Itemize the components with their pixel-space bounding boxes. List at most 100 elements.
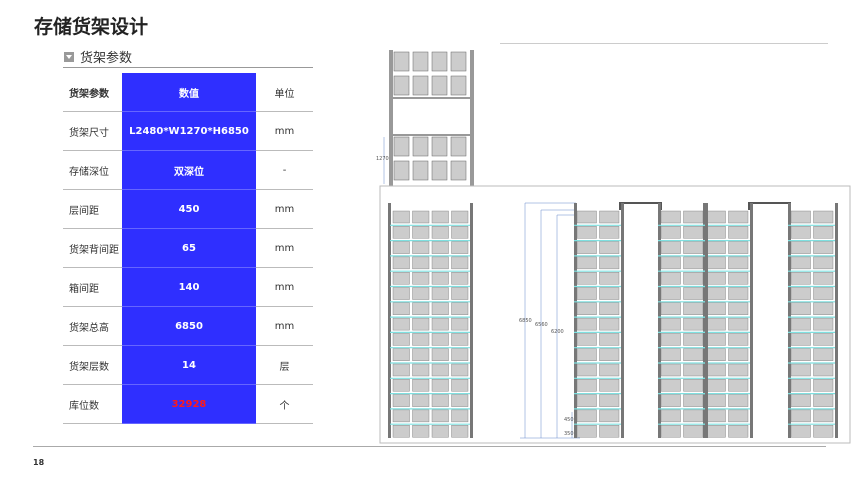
bin <box>412 51 429 72</box>
bin <box>728 348 749 361</box>
param-unit: mm <box>256 111 313 151</box>
bin <box>813 379 834 392</box>
bin <box>451 409 469 423</box>
bin <box>813 409 834 423</box>
bin <box>412 348 430 361</box>
bin <box>431 256 449 270</box>
bin <box>683 394 704 407</box>
bin <box>790 409 811 423</box>
bin <box>599 425 620 438</box>
bin <box>431 348 449 361</box>
param-name: 货架背间距 <box>63 228 122 268</box>
bin <box>431 75 448 96</box>
bin <box>728 287 749 300</box>
bin <box>451 272 469 285</box>
bin <box>705 241 726 254</box>
upright <box>470 50 474 186</box>
bin <box>412 287 430 300</box>
bin <box>683 333 704 346</box>
bin <box>450 160 467 181</box>
bin <box>392 394 410 407</box>
bin <box>412 75 429 96</box>
bin <box>392 333 410 346</box>
bin <box>576 409 597 423</box>
bin <box>431 333 449 346</box>
bin <box>431 317 449 331</box>
bin <box>683 379 704 392</box>
bin <box>728 226 749 239</box>
bin <box>705 226 726 239</box>
bin <box>813 256 834 270</box>
bin <box>412 425 430 438</box>
divider <box>63 67 313 68</box>
bin <box>599 348 620 361</box>
bin <box>683 363 704 377</box>
bin <box>599 210 620 224</box>
bin <box>813 394 834 407</box>
bin <box>813 425 834 438</box>
bin <box>392 287 410 300</box>
bin <box>599 363 620 377</box>
bin <box>660 394 681 407</box>
table-header-row: 货架参数 数值 单位 <box>63 73 313 112</box>
bin <box>431 287 449 300</box>
bin <box>683 210 704 224</box>
upright <box>470 203 473 438</box>
bin <box>412 302 430 315</box>
bin <box>790 333 811 346</box>
bin <box>412 241 430 254</box>
upright <box>750 203 753 438</box>
bin <box>599 256 620 270</box>
bin <box>431 302 449 315</box>
divider <box>500 43 828 44</box>
page-title: 存储货架设计 <box>34 16 149 38</box>
param-value: 6850 <box>122 306 256 346</box>
bin <box>790 272 811 285</box>
dim-450: 450 <box>564 417 574 423</box>
bin <box>705 333 726 346</box>
bin <box>412 226 430 239</box>
bin <box>705 210 726 224</box>
bin <box>393 51 410 72</box>
bin <box>392 317 410 331</box>
bin <box>451 302 469 315</box>
bin <box>790 348 811 361</box>
bin <box>451 256 469 270</box>
bin <box>813 272 834 285</box>
param-name: 货架总高 <box>63 306 122 346</box>
param-unit: - <box>256 150 313 190</box>
collapse-icon[interactable] <box>64 51 74 62</box>
bin <box>393 160 410 181</box>
bin <box>683 409 704 423</box>
bin <box>392 241 410 254</box>
bin <box>599 241 620 254</box>
upright <box>388 203 391 438</box>
bin <box>813 348 834 361</box>
bin <box>412 394 430 407</box>
bin <box>660 333 681 346</box>
bin <box>660 379 681 392</box>
top-beam <box>619 202 662 210</box>
param-unit: mm <box>256 306 313 346</box>
bin <box>393 75 410 96</box>
bin <box>705 256 726 270</box>
bin <box>660 348 681 361</box>
bin <box>431 379 449 392</box>
bin <box>728 272 749 285</box>
bin <box>392 256 410 270</box>
bin <box>683 425 704 438</box>
param-unit: mm <box>256 228 313 268</box>
upright <box>658 203 661 438</box>
bin <box>599 379 620 392</box>
param-value: L2480*W1270*H6850 <box>122 111 256 151</box>
bin <box>728 394 749 407</box>
bin <box>599 394 620 407</box>
param-value: 32928 <box>122 384 256 424</box>
section-header[interactable]: 货架参数 <box>64 47 132 66</box>
param-unit: 个 <box>256 384 313 424</box>
param-name: 货架尺寸 <box>63 111 122 151</box>
upright <box>705 203 708 438</box>
bin <box>683 348 704 361</box>
table-row: 存储深位双深位- <box>63 150 313 190</box>
